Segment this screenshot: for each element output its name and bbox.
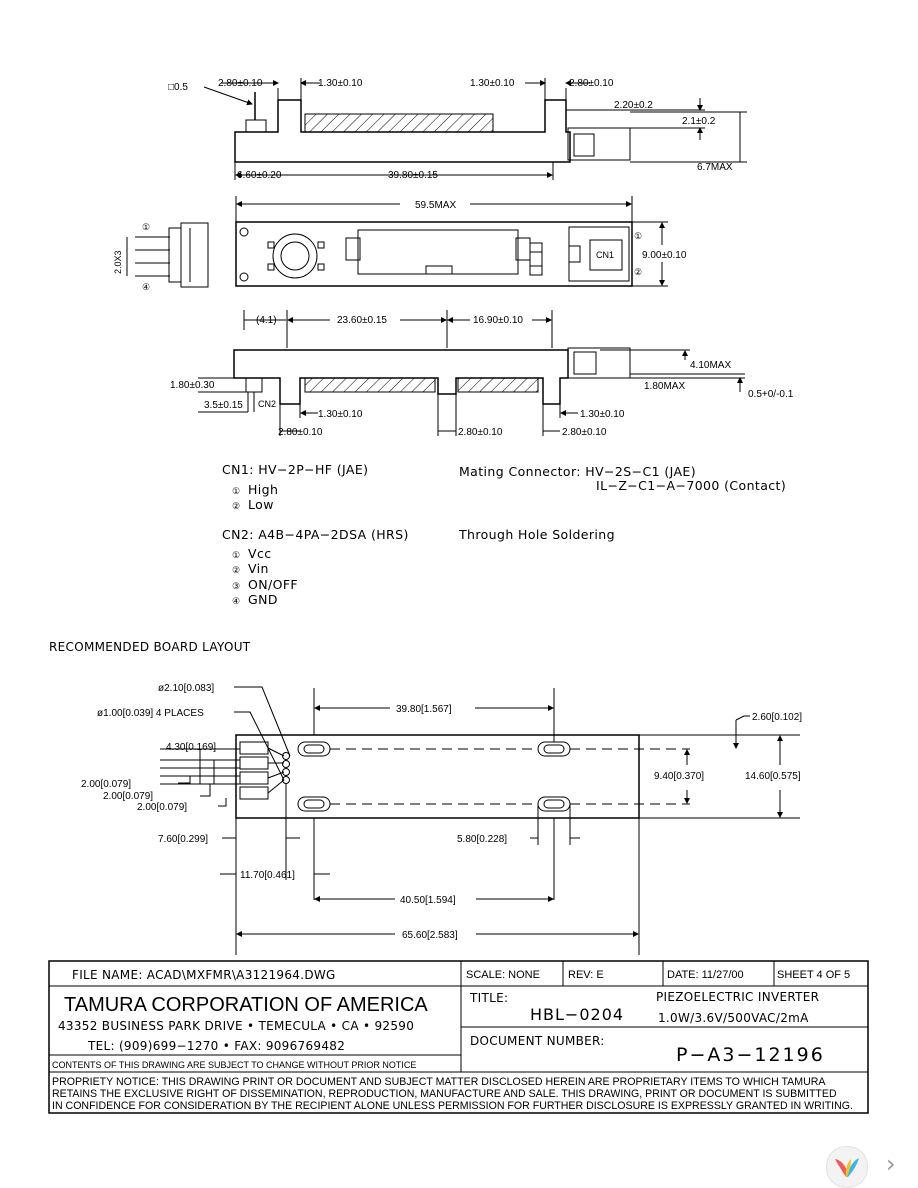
proprietary-line-1: PROPRIETY NOTICE: THIS DRAWING PRINT OR …: [52, 1076, 826, 1088]
next-page-button[interactable]: ›: [872, 1146, 912, 1186]
dim-height: 9.00±0.10: [642, 250, 687, 261]
pin-marker: ④: [142, 282, 150, 292]
dim-pitch: 2.0X3: [113, 250, 123, 274]
pin-marker: ②: [634, 267, 642, 277]
dim-label: 3.5±0.15: [204, 400, 243, 411]
dim-x1: 11.70[0.461]: [240, 870, 295, 881]
cn1-pin-1: High: [248, 482, 278, 497]
bottom-side-view: (4.1) 23.60±0.15 16.90±0.10 4.10MAX 1.80…: [170, 310, 794, 438]
cn1-label: CN1: [596, 250, 614, 260]
hole-small: ø1.00[0.039] 4 PLACES: [97, 708, 204, 719]
dim-label: 2.80±0.10: [562, 427, 607, 438]
document-number: P−A3−12196: [676, 1044, 825, 1066]
dim-label: 23.60±0.15: [337, 315, 387, 326]
dim-label: 2.80±0.10: [218, 78, 263, 89]
dim-square: □0.5: [168, 82, 188, 93]
company-name: TAMURA CORPORATION OF AMERICA: [64, 994, 428, 1016]
dim-label: 16.90±0.10: [473, 315, 523, 326]
dim-left-off: 7.60[0.299]: [158, 834, 208, 845]
dim-label: 1.30±0.10: [318, 409, 363, 420]
dim-label: 4.10MAX: [690, 360, 731, 371]
dim-slot-w: 5.80[0.228]: [457, 834, 507, 845]
company-address: 43352 BUSINESS PARK DRIVE • TEMECULA • C…: [58, 1019, 414, 1033]
dim-label: 6.60±0.20: [237, 170, 282, 181]
dim-label: 1.30±0.10: [470, 78, 515, 89]
pin-marker: ④: [232, 596, 240, 606]
pitch-label: 2.00[0.079]: [137, 802, 187, 813]
pin-marker: ①: [232, 486, 240, 496]
board-layout-heading: RECOMMENDED BOARD LAYOUT: [49, 640, 251, 654]
cn2-pin-1: Vcc: [248, 546, 272, 561]
dim-outer-h: 14.60[0.575]: [745, 771, 801, 782]
pin-marker: ③: [232, 581, 240, 591]
mating-contact: IL−Z−C1−A−7000 (Contact): [596, 478, 786, 493]
dim-span-top: 39.80[1.567]: [396, 704, 452, 715]
mating-connector: Mating Connector: HV−2S−C1 (JAE): [459, 464, 696, 479]
dim-label: (4.1): [256, 315, 277, 326]
connector-notes: CN1: HV−2P−HF (JAE) ① High ② Low Mating …: [222, 462, 786, 607]
scale: SCALE: NONE: [466, 969, 540, 981]
cn2-label: CN2: [258, 399, 276, 409]
sheet: SHEET 4 OF 5: [777, 969, 850, 981]
cn2-note: Through Hole Soldering: [458, 527, 615, 542]
part-number: HBL−0204: [530, 1005, 624, 1024]
dim-label: 2.80±0.10: [458, 427, 503, 438]
cn1-title: CN1: HV−2P−HF (JAE): [222, 462, 368, 477]
dim-label: 2.80±0.10: [569, 78, 614, 89]
pin-marker: ①: [634, 231, 642, 241]
document-number-label: DOCUMENT NUMBER:: [470, 1034, 605, 1048]
dim-label: 1.30±0.10: [318, 78, 363, 89]
leaf-logo-icon: [835, 1158, 859, 1177]
title-block: FILE NAME: ACAD\MXFMR\A3121964.DWG SCALE…: [48, 960, 869, 1114]
cn2-pin-2: Vin: [248, 561, 269, 576]
dim-label: 1.30±0.10: [580, 409, 625, 420]
dim-label: 6.7MAX: [697, 162, 733, 173]
cn2-pin-3: ON/OFF: [248, 577, 298, 592]
dim-label: 0.5+0/-0.1: [748, 389, 794, 400]
pitch-label: 2.00[0.079]: [81, 779, 131, 790]
viewer-logo-button[interactable]: [826, 1146, 868, 1188]
cn2-pin-4: GND: [248, 592, 278, 607]
pitch-label: 2.00[0.079]: [103, 791, 153, 802]
dim-label: 2.1±0.2: [682, 116, 716, 127]
file-name: FILE NAME: ACAD\MXFMR\A3121964.DWG: [72, 968, 336, 982]
dim-right-top: 2.60[0.102]: [752, 712, 802, 723]
dim-width: 59.5MAX: [415, 200, 456, 211]
hole-large: ø2.10[0.083]: [158, 683, 214, 694]
dim-label: 2.80±0.10: [278, 427, 323, 438]
board-layout: RECOMMENDED BOARD LAYOUT ø2.10[0.083] ø1…: [49, 640, 802, 955]
cn1-pin-2: Low: [248, 497, 274, 512]
pin-marker: ①: [142, 222, 150, 232]
pin-marker: ②: [232, 565, 240, 575]
description-line-2: 1.0W/3.6V/500VAC/2mA: [658, 1011, 809, 1025]
revision: REV: E: [568, 969, 604, 981]
dim-label: 2.20±0.2: [614, 100, 653, 111]
dim-x3: 65.60[2.583]: [402, 930, 458, 941]
pitch-label: 4.30[0.169]: [166, 742, 216, 753]
company-phone: TEL: (909)699−1270 • FAX: 9096769482: [87, 1039, 345, 1053]
date: DATE: 11/27/00: [667, 969, 744, 981]
dim-x2: 40.50[1.594]: [400, 895, 456, 906]
proprietary-line-3: IN CONFIDENCE FOR CONSIDERATION BY THE R…: [52, 1100, 853, 1112]
dim-label: 39.80±0.15: [388, 170, 438, 181]
pin-marker: ②: [232, 501, 240, 511]
cn2-title: CN2: A4B−4PA−2DSA (HRS): [222, 527, 409, 542]
plan-view: 59.5MAX CN1 ① ② 9.00±0.10: [113, 196, 687, 292]
title-label: TITLE:: [469, 991, 508, 1005]
contents-notice: CONTENTS OF THIS DRAWING ARE SUBJECT TO …: [52, 1060, 416, 1070]
dim-label: 1.80MAX: [644, 381, 685, 392]
dim-label: 1.80±0.30: [170, 380, 215, 391]
top-side-view: □0.5 2.80±0.10 1.30±0.10 1.30±0.10 2.80±…: [168, 78, 747, 181]
pin-marker: ①: [232, 550, 240, 560]
proprietary-line-2: RETAINS THE EXCLUSIVE RIGHT OF DISSEMINA…: [52, 1088, 837, 1100]
chevron-right-icon: ›: [886, 1150, 896, 1178]
description-line-1: PIEZOELECTRIC INVERTER: [656, 990, 819, 1004]
dim-inner-h: 9.40[0.370]: [654, 771, 704, 782]
